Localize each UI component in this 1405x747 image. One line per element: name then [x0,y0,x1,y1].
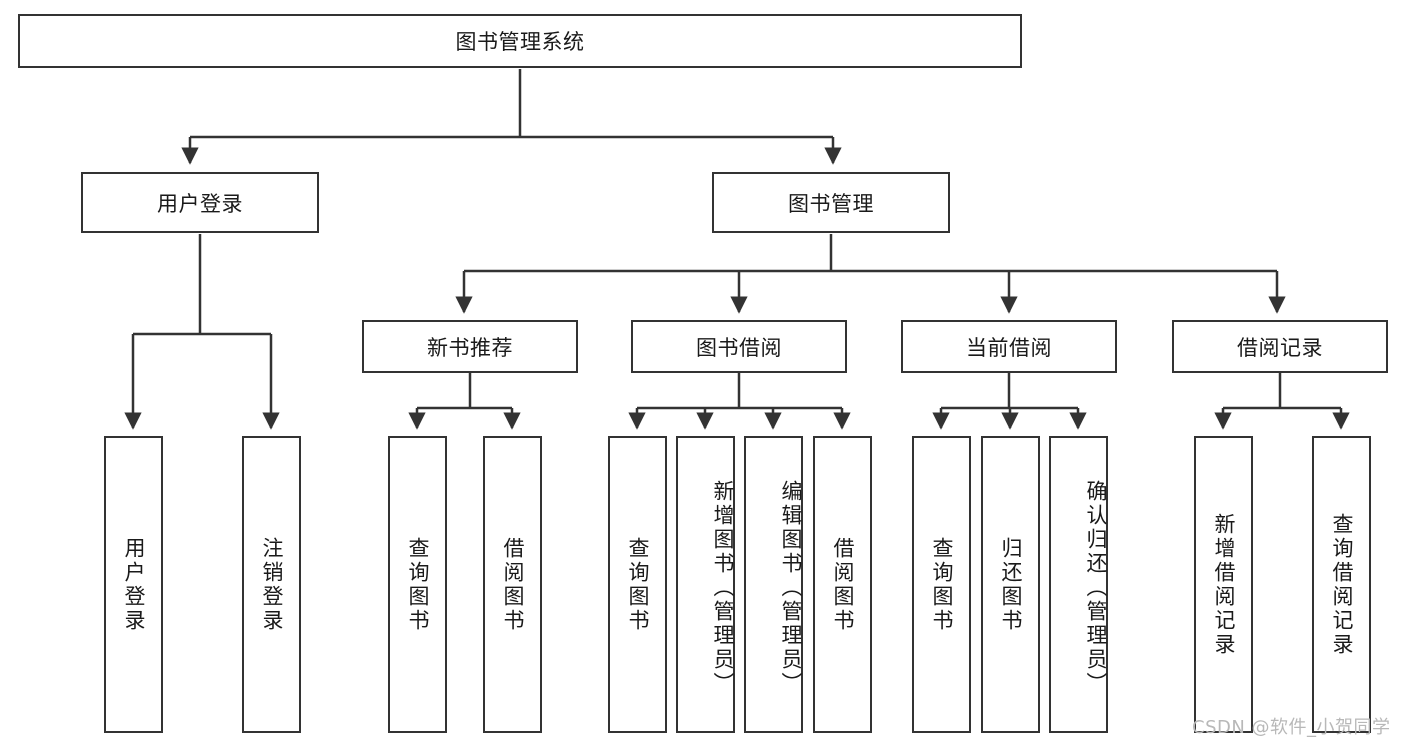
leaf-add-book[interactable]: 新增图书（管理员） [676,436,735,733]
connector-userlogin-to-leaves [124,234,280,430]
watermark-text: CSDN @软件_小贺同学 [1192,717,1391,738]
node-book-borrow[interactable]: 图书借阅 [631,320,847,373]
connector-bookmanage-to-level3 [455,234,1286,314]
leaf-borrow-book-1[interactable]: 借阅图书 [483,436,542,733]
leaf-borrow-book-2[interactable]: 借阅图书 [813,436,872,733]
node-new-book-rec[interactable]: 新书推荐 [362,320,578,373]
node-borrow-record[interactable]: 借阅记录 [1172,320,1388,373]
leaf-query-book-3[interactable]: 查询图书 [912,436,971,733]
node-root[interactable]: 图书管理系统 [18,14,1022,68]
leaf-query-book-2[interactable]: 查询图书 [608,436,667,733]
leaf-add-record[interactable]: 新增借阅记录 [1194,436,1253,733]
node-current-borrow[interactable]: 当前借阅 [901,320,1117,373]
leaf-user-login[interactable]: 用户登录 [104,436,163,733]
connector-bookborrow-to-leaves [628,373,851,430]
connector-newbook-to-leaves [408,373,521,430]
node-book-manage[interactable]: 图书管理 [712,172,950,233]
leaf-query-book-1[interactable]: 查询图书 [388,436,447,733]
node-user-login[interactable]: 用户登录 [81,172,319,233]
leaf-query-record[interactable]: 查询借阅记录 [1312,436,1371,733]
connector-root-to-level2 [181,69,842,165]
leaf-edit-book[interactable]: 编辑图书（管理员） [744,436,803,733]
connector-borrowrecord-to-leaves [1214,373,1350,430]
leaf-return-book[interactable]: 归还图书 [981,436,1040,733]
connector-currentborrow-to-leaves [932,373,1087,430]
leaf-confirm-return[interactable]: 确认归还（管理员） [1049,436,1108,733]
leaf-user-logout[interactable]: 注销登录 [242,436,301,733]
